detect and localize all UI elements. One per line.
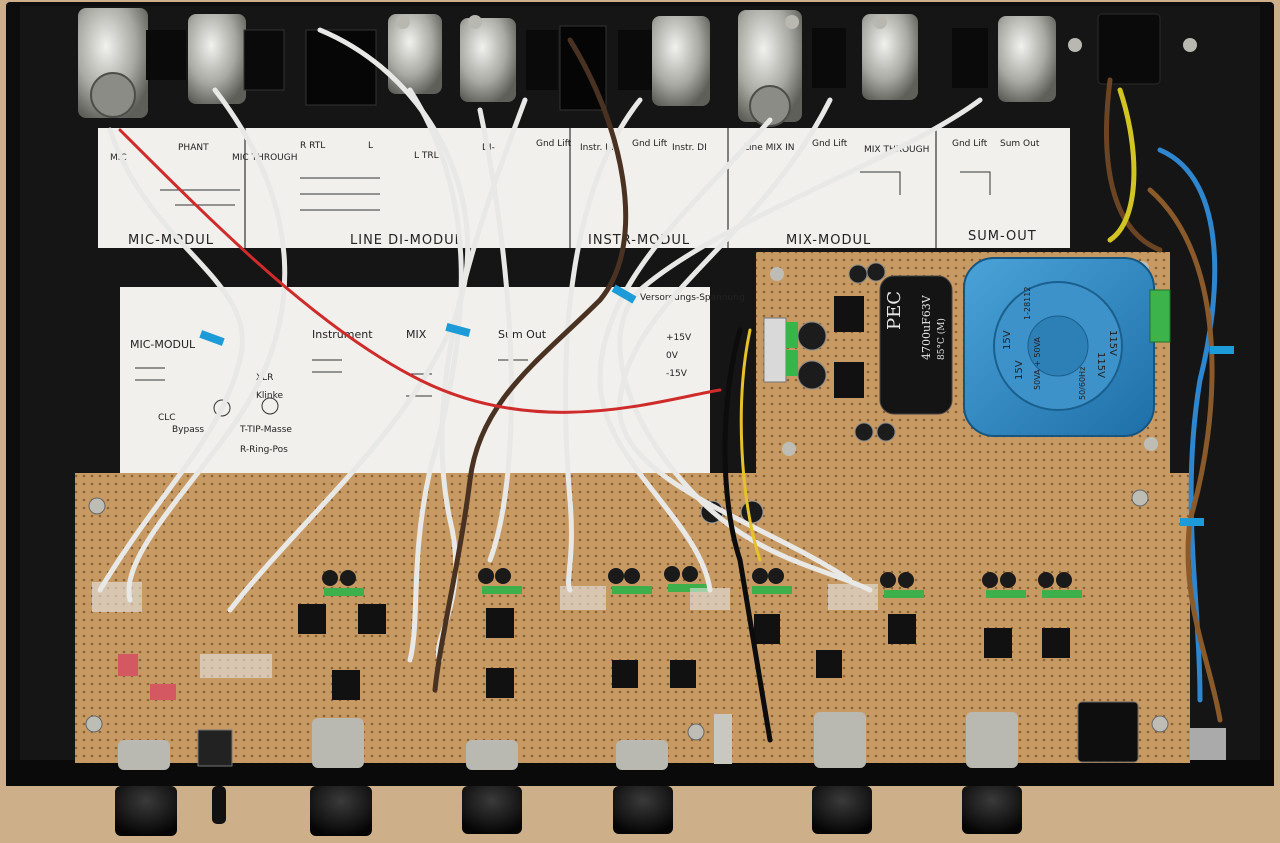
col-label-l: L (368, 141, 373, 151)
col-label-r: R RTL (300, 141, 325, 151)
lower-row-clc: CLC (158, 413, 176, 423)
rail-plus15: +15V (666, 333, 692, 343)
col-label-gnd-lift-3: Gnd Lift (812, 139, 848, 149)
lower-row-ring: R-Ring-Pos (240, 445, 288, 455)
section-label-mix: MIX-MODUL (786, 233, 871, 248)
col-label-phant: PHANT (178, 143, 209, 153)
lower-row-xlr: XLR (256, 373, 273, 383)
toroidal-transformer: 15V 15V 115V 115V 50VA + 50VA 50/60Hz 1-… (963, 257, 1171, 437)
col-label-mic-through: MIC THROUGH (232, 153, 298, 163)
lower-row-klinke: Klinke (256, 391, 283, 401)
lower-row-bypass: Bypass (172, 425, 204, 435)
col-label-line-mix-in: Line MIX IN (744, 143, 794, 153)
big-capacitor: PEC 4700uF63V 85°C (M) (879, 275, 953, 415)
wiring (97, 27, 1234, 743)
rail-0v: 0V (666, 351, 679, 361)
cap-temp: 85°C (M) (936, 318, 947, 360)
trafo-voltage-4: 115V (1095, 352, 1106, 378)
section-label-mic: MIC-MODUL (128, 233, 214, 248)
lower-row-tip: T-TIP-Masse (239, 425, 292, 435)
col-label-instr-in: Instr. In (580, 143, 614, 153)
trafo-part: 1-28112 (1023, 287, 1032, 320)
front-knobs (115, 786, 1022, 836)
lower-heading-sum-out: Sum Out (498, 328, 547, 341)
lower-heading-instrument: Instrument (312, 328, 373, 341)
trafo-frequency: 50/60Hz (1078, 367, 1087, 400)
col-label-sum-out: Sum Out (1000, 139, 1040, 149)
lower-paper-label: MIC-MODUL Instrument MIX Sum Out Versorg… (120, 287, 745, 474)
section-label-instr: INSTR-MODUL (588, 233, 690, 248)
trafo-voltage-1: 15V (1002, 330, 1013, 350)
cap-rating: 4700uF63V (920, 294, 933, 360)
cap-brand: PEC (884, 291, 905, 330)
trafo-power: 50VA + 50VA (1033, 336, 1042, 390)
main-perfboard (75, 473, 1190, 763)
trafo-voltage-3: 115V (1107, 330, 1118, 356)
rail-minus15: -15V (666, 369, 688, 379)
lower-heading-versorgung: Versorgungs-Spannung (640, 293, 745, 303)
lower-heading-mix: MIX (406, 328, 427, 341)
section-label-sum-out: SUM-OUT (968, 229, 1037, 244)
col-label-gnd-lift-4: Gnd Lift (952, 139, 988, 149)
lower-heading-mic: MIC-MODUL (130, 338, 196, 351)
section-label-line-di: LINE DI-MODUL (350, 233, 463, 248)
col-label-l-trl: L TRL (414, 151, 439, 161)
trafo-voltage-2: 15V (1014, 360, 1025, 380)
col-label-gnd-lift-2: Gnd Lift (632, 139, 668, 149)
col-label-instr-di: Instr. DI (672, 143, 707, 153)
col-label-gnd-lift-1: Gnd Lift (536, 139, 572, 149)
col-label-mic: MIC (110, 153, 127, 163)
